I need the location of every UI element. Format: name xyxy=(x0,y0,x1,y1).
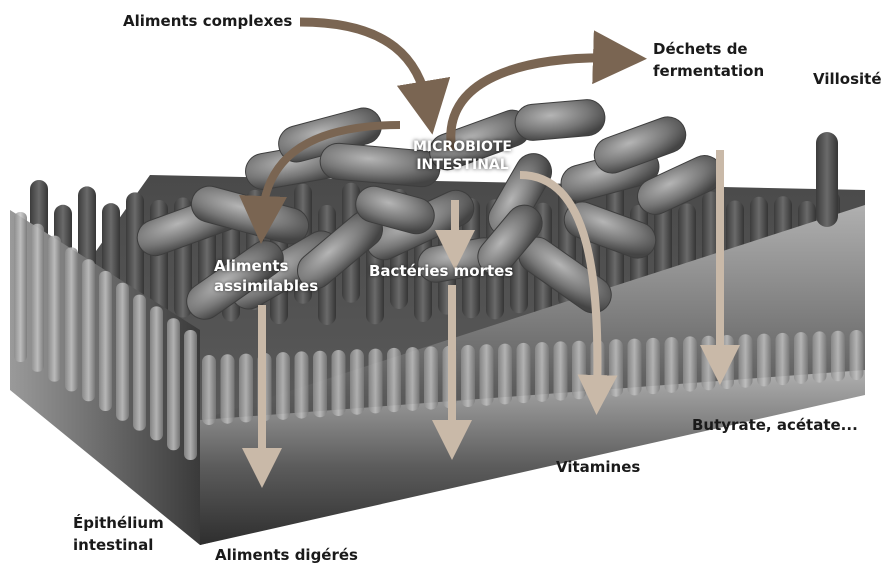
villus xyxy=(184,330,197,460)
bacterium xyxy=(514,98,607,142)
villus xyxy=(554,341,568,400)
villus xyxy=(150,306,163,440)
label-microbiote-line1: MICROBIOTE xyxy=(400,138,525,156)
villus xyxy=(498,344,512,405)
label-butyrate-acetate: Butyrate, acétate... xyxy=(692,416,858,435)
arrow-aliments-complexes xyxy=(300,22,428,108)
villus xyxy=(406,347,420,411)
villus xyxy=(776,333,790,385)
label-dechets-fermentation: Déchets de fermentation xyxy=(653,38,764,82)
label-aliments-assimilables: Aliments assimilables xyxy=(214,256,318,296)
villus xyxy=(702,336,716,391)
villus xyxy=(757,334,771,387)
villus xyxy=(99,271,112,411)
villus xyxy=(31,224,44,372)
villus xyxy=(831,331,845,382)
label-vitamines: Vitamines xyxy=(556,458,640,477)
label-villosite: Villosité xyxy=(813,70,881,89)
label-microbiote-line2: INTESTINAL xyxy=(400,156,525,174)
villus xyxy=(14,212,27,362)
villus xyxy=(65,247,78,391)
villosite-villus xyxy=(816,132,838,227)
villus xyxy=(133,295,146,431)
villus xyxy=(276,352,290,420)
label-assimilables-line1: Aliments xyxy=(214,256,318,276)
villus xyxy=(850,330,864,380)
villus xyxy=(116,283,129,421)
villus xyxy=(202,355,216,425)
villus xyxy=(387,348,401,412)
villus xyxy=(82,259,95,401)
villus xyxy=(239,354,253,423)
villus xyxy=(572,341,586,400)
villus xyxy=(535,342,549,402)
villus xyxy=(369,349,383,414)
label-microbiote-intestinal: MICROBIOTE INTESTINAL xyxy=(400,138,525,174)
villus xyxy=(683,336,697,391)
label-aliments-complexes: Aliments complexes xyxy=(123,12,292,31)
label-bacteries-mortes: Bactéries mortes xyxy=(369,262,513,280)
villus xyxy=(609,339,623,396)
villus xyxy=(167,318,180,450)
villus xyxy=(461,345,475,407)
villus xyxy=(794,332,808,384)
label-aliments-digeres: Aliments digérés xyxy=(215,546,358,565)
villus xyxy=(350,349,364,414)
villus xyxy=(480,344,494,405)
villus xyxy=(48,236,61,382)
villus xyxy=(646,338,660,394)
label-dechets-line1: Déchets de xyxy=(653,38,764,60)
villus xyxy=(221,354,235,423)
villus xyxy=(628,339,642,396)
villus xyxy=(813,331,827,382)
label-epithelium-line2: intestinal xyxy=(73,534,164,556)
villus xyxy=(517,343,531,403)
villus xyxy=(295,351,309,418)
villus xyxy=(313,351,327,418)
villus xyxy=(665,337,679,393)
label-epithelium-intestinal: Épithélium intestinal xyxy=(73,512,164,556)
label-dechets-line2: fermentation xyxy=(653,60,764,82)
villus xyxy=(424,346,438,409)
label-assimilables-line2: assimilables xyxy=(214,276,318,296)
villus xyxy=(332,350,346,416)
label-epithelium-line1: Épithélium xyxy=(73,512,164,534)
villus xyxy=(739,334,753,387)
